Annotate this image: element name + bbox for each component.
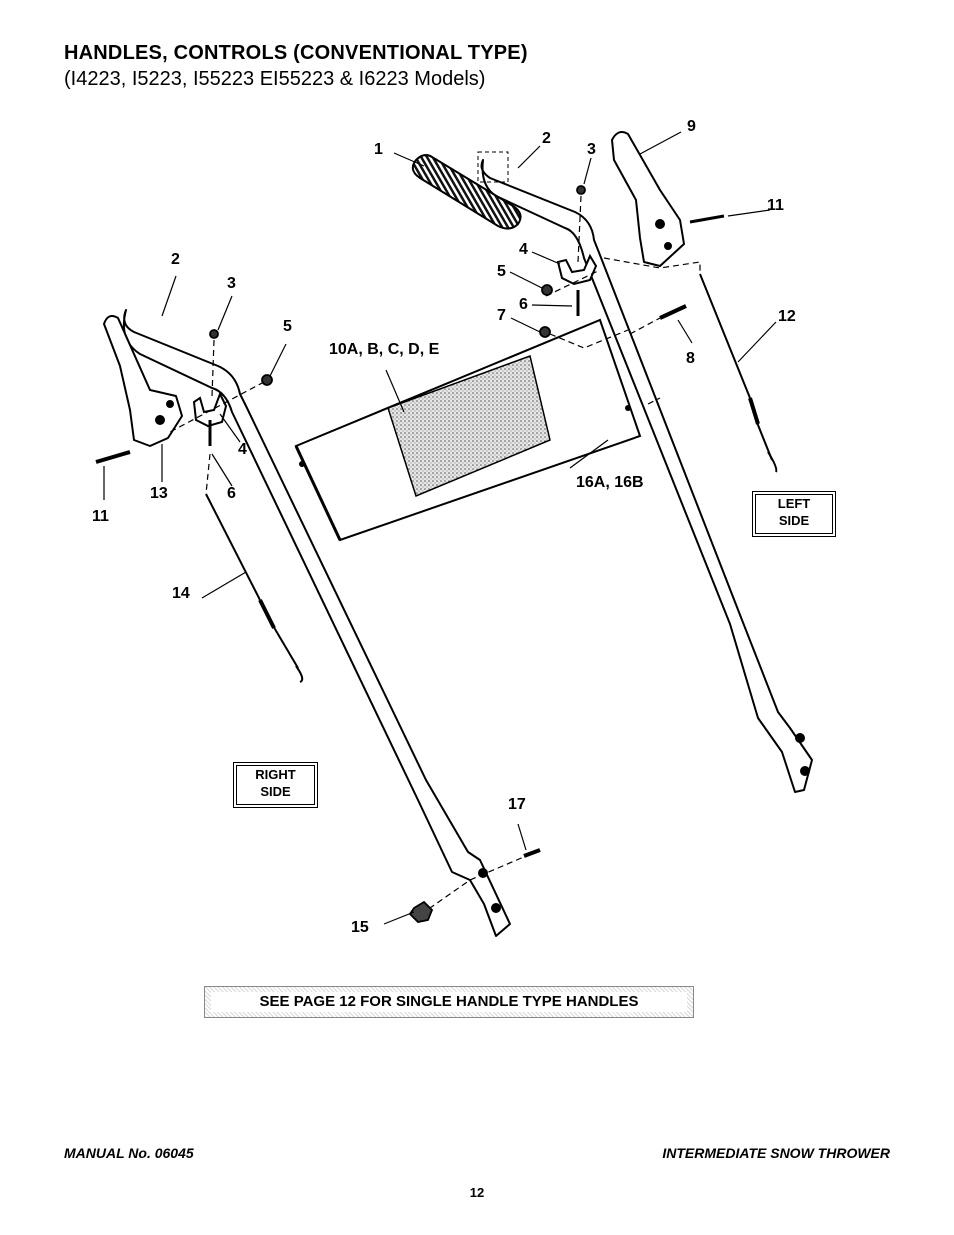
left-side-line2: SIDE	[778, 513, 810, 528]
callout-12: 12	[778, 308, 796, 325]
callout-numbers: 1 2 3 9 11 4 5 6 7 8 12 2 3 5 10A, B, C,…	[92, 118, 796, 936]
page-subtitle: (I4223, I5223, I55223 EI55223 & I6223 Mo…	[64, 68, 486, 90]
callout-14: 14	[172, 585, 190, 602]
callout-6-left: 6	[227, 485, 236, 502]
callout-10: 10A, B, C, D, E	[329, 341, 440, 358]
right-side-line2: SIDE	[260, 784, 291, 799]
callout-7: 7	[497, 307, 506, 324]
callout-16: 16A, 16B	[576, 474, 644, 491]
callout-4-left: 4	[238, 441, 247, 458]
right-control-lever	[103, 315, 183, 447]
callout-9: 9	[687, 118, 696, 135]
callout-2-top: 2	[542, 130, 551, 147]
callout-6-top: 6	[519, 296, 528, 313]
callout-13: 13	[150, 485, 168, 502]
right-side-line1: RIGHT	[255, 767, 296, 782]
page-title: HANDLES, CONTROLS (CONVENTIONAL TYPE)	[64, 42, 528, 64]
callout-8: 8	[686, 350, 695, 367]
callout-5-top: 5	[497, 263, 506, 280]
callout-11-left: 11	[92, 508, 109, 525]
callout-5-left: 5	[283, 318, 292, 335]
left-side-line1: LEFT	[777, 496, 811, 511]
control-cables	[205, 273, 778, 683]
callout-17: 17	[508, 796, 526, 813]
page-number: 12	[469, 1185, 485, 1200]
callout-2-left: 2	[171, 251, 180, 268]
hardware	[95, 185, 725, 923]
right-side-label: RIGHT SIDE	[236, 765, 315, 805]
callout-15: 15	[351, 919, 369, 936]
left-side-label: LEFT SIDE	[755, 494, 833, 534]
callout-3-top: 3	[587, 141, 596, 158]
control-panel	[294, 318, 642, 542]
leader-lines	[103, 131, 777, 925]
callout-3-left: 3	[227, 275, 236, 292]
callout-1: 1	[374, 141, 383, 158]
callout-11-right: 11	[767, 197, 784, 214]
product-name: INTERMEDIATE SNOW THROWER	[662, 1145, 890, 1161]
right-handle-tube	[122, 309, 511, 937]
single-handle-note: SEE PAGE 12 FOR SINGLE HANDLE TYPE HANDL…	[204, 986, 694, 1018]
callout-4-top: 4	[519, 241, 528, 258]
decal	[387, 355, 551, 498]
handle-grip	[411, 151, 522, 230]
manual-number: MANUAL No. 06045	[64, 1145, 194, 1161]
assembly-lines	[169, 195, 701, 909]
single-handle-note-text: SEE PAGE 12 FOR SINGLE HANDLE TYPE HANDL…	[211, 992, 687, 1012]
left-control-lever	[611, 131, 685, 267]
